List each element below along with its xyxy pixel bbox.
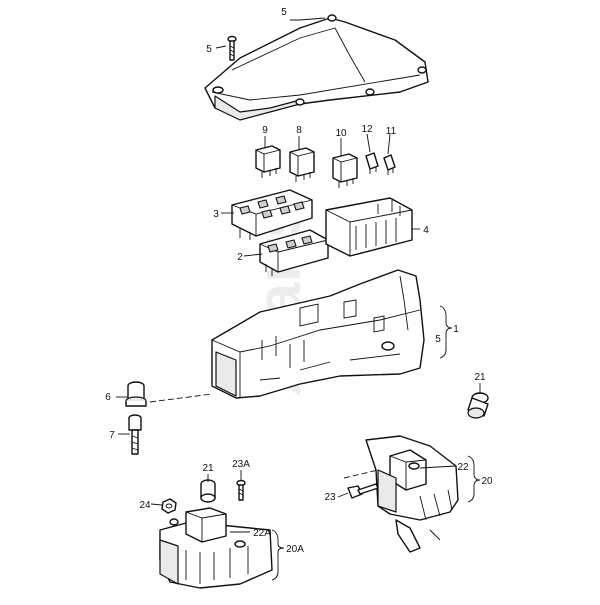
callout-2: 2 — [237, 252, 243, 263]
callout-1: 1 — [453, 324, 459, 335]
leader-lines — [116, 17, 481, 533]
relay-9[interactable] — [255, 145, 281, 178]
callout-11: 11 — [386, 126, 397, 137]
relay-bracket-20A[interactable] — [159, 507, 273, 589]
brace-20 — [467, 455, 481, 503]
assembly-line-6 — [149, 393, 213, 403]
callout-12: 12 — [361, 124, 373, 135]
relay-plate-2[interactable] — [259, 229, 329, 276]
cap-21-left[interactable] — [200, 479, 216, 503]
fuse-11[interactable] — [383, 154, 396, 175]
nut-24[interactable] — [161, 498, 177, 514]
screw-7[interactable] — [128, 414, 142, 455]
callout-9: 9 — [262, 125, 268, 136]
callout-24: 24 — [139, 500, 151, 511]
rubber-mount-6[interactable] — [125, 381, 147, 407]
brace-20A — [271, 529, 285, 581]
callout-23: 23 — [324, 492, 336, 503]
callout-21-right: 21 — [474, 372, 486, 383]
e-box-housing[interactable] — [211, 269, 425, 399]
screw-23[interactable] — [347, 483, 379, 499]
cover-lid[interactable] — [204, 14, 429, 121]
callout-6: 6 — [105, 392, 111, 403]
callout-5-housing: 5 — [435, 334, 441, 345]
callout-22: 22 — [457, 462, 469, 473]
callout-4: 4 — [423, 225, 429, 236]
callout-20A: 20A — [286, 544, 304, 555]
callout-labels: 5 5 9 8 10 12 11 3 4 2 1 5 21 6 7 21 23A… — [105, 7, 493, 555]
relay-10[interactable] — [332, 153, 358, 188]
callout-21-left: 21 — [202, 463, 214, 474]
screw-23A[interactable] — [236, 479, 246, 501]
callout-7: 7 — [109, 430, 115, 441]
callout-5-screw: 5 — [206, 44, 212, 55]
relay-8[interactable] — [289, 147, 315, 182]
callout-3: 3 — [213, 209, 219, 220]
callout-22A: 22A — [253, 528, 271, 539]
callout-10: 10 — [335, 128, 347, 139]
cover-screw[interactable] — [227, 35, 237, 61]
relay-bracket-20[interactable] — [365, 435, 459, 553]
relay-plate-3[interactable] — [231, 189, 313, 240]
cap-21-right[interactable] — [467, 392, 489, 419]
fuse-carrier-4[interactable] — [325, 197, 413, 257]
callout-20: 20 — [481, 476, 493, 487]
callout-8: 8 — [296, 125, 302, 136]
brace-1 — [439, 305, 453, 359]
callout-5-cover: 5 — [281, 7, 287, 18]
callout-23A: 23A — [232, 459, 250, 470]
fuse-12[interactable] — [365, 152, 379, 174]
assembly-line-23 — [343, 469, 379, 479]
